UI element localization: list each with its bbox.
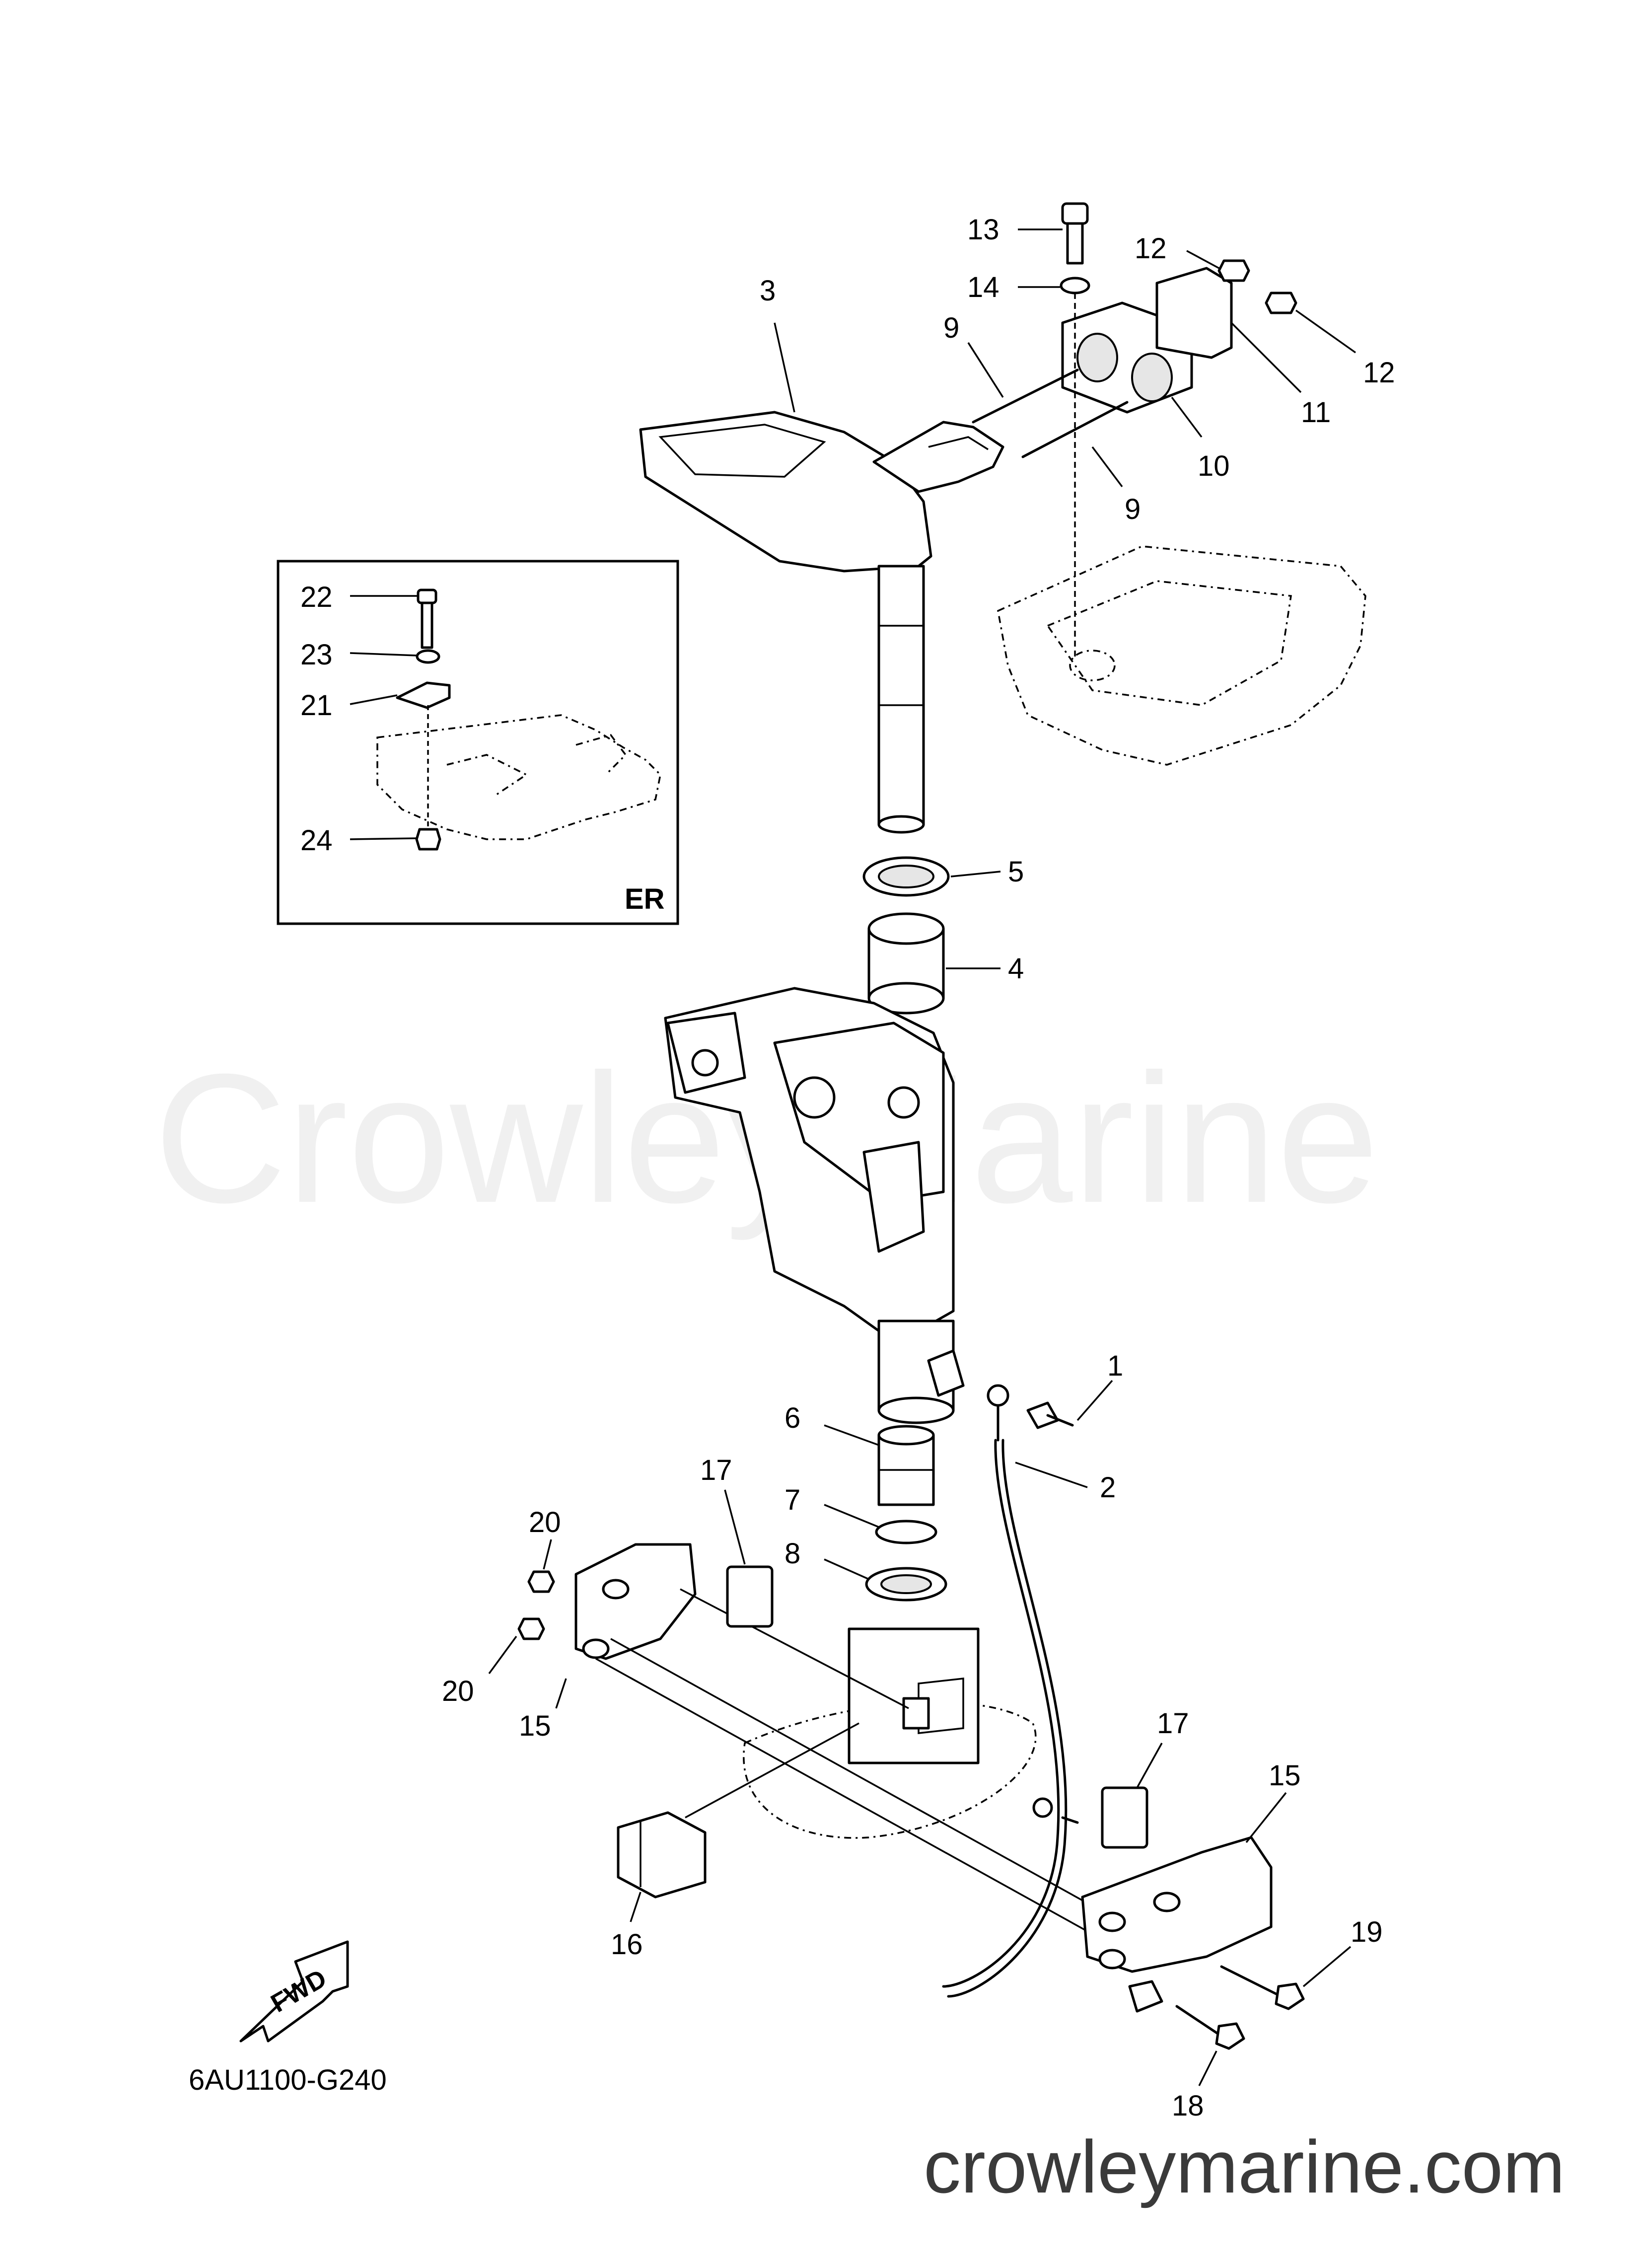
clamp-15a-icon bbox=[574, 1543, 697, 1660]
callout-22: 22 bbox=[300, 581, 333, 613]
callout-7: 7 bbox=[785, 1484, 800, 1516]
o-ring-7-icon bbox=[875, 1520, 937, 1544]
nut-12a-icon bbox=[1217, 259, 1250, 282]
block-16-icon bbox=[617, 1811, 707, 1899]
bolt-1-icon bbox=[1026, 1401, 1074, 1429]
bushing-6-icon bbox=[877, 1425, 935, 1506]
callout-20b: 20 bbox=[442, 1675, 474, 1707]
callout-14: 14 bbox=[967, 271, 999, 303]
callout-21: 21 bbox=[300, 689, 333, 722]
fwd-arrow-icon: FWD bbox=[239, 1940, 349, 2043]
callout-13: 13 bbox=[967, 214, 999, 246]
callout-5: 5 bbox=[1008, 856, 1024, 888]
callout-4: 4 bbox=[1008, 952, 1024, 985]
callout-12a: 12 bbox=[1135, 232, 1167, 265]
callout-2: 2 bbox=[1100, 1471, 1116, 1504]
bushing-4-icon bbox=[867, 912, 945, 1015]
nut-12b-icon bbox=[1265, 292, 1297, 314]
callout-23: 23 bbox=[300, 639, 333, 671]
bolt-19-icon bbox=[1220, 1965, 1305, 2010]
ground-cable-2-icon bbox=[942, 1384, 1068, 1998]
callout-17a: 17 bbox=[700, 1454, 732, 1486]
callout-15b: 15 bbox=[1269, 1759, 1301, 1792]
stud-9b-icon bbox=[1021, 401, 1129, 458]
nut-24-icon bbox=[415, 828, 441, 851]
bolt-22-icon bbox=[417, 588, 437, 649]
callout-6: 6 bbox=[785, 1402, 800, 1434]
callout-15a: 15 bbox=[519, 1710, 551, 1742]
steering-bracket-3 bbox=[639, 411, 1004, 834]
clamp-15b-icon bbox=[1081, 1836, 1273, 1973]
nut-20b-icon bbox=[517, 1617, 545, 1640]
plate-21-icon bbox=[396, 681, 451, 709]
block-17b-icon bbox=[1101, 1786, 1148, 1849]
bolt-18-icon bbox=[1175, 2005, 1245, 2050]
callout-8: 8 bbox=[785, 1537, 800, 1570]
washer-14-icon bbox=[1060, 277, 1090, 294]
callout-1: 1 bbox=[1107, 1350, 1123, 1382]
bushing-5-icon bbox=[862, 856, 950, 897]
nut-20a-icon bbox=[527, 1570, 555, 1593]
callout-9b: 9 bbox=[1125, 493, 1141, 525]
callout-17b: 17 bbox=[1157, 1707, 1189, 1740]
callout-19: 19 bbox=[1351, 1916, 1383, 1948]
swivel-bracket bbox=[664, 987, 965, 1424]
er-inset: 22 23 21 24 ER bbox=[277, 560, 679, 925]
drive-shaft-housing bbox=[997, 545, 1366, 766]
lower-housing bbox=[743, 1627, 1037, 1839]
callout-20a: 20 bbox=[529, 1506, 561, 1538]
callout-9a: 9 bbox=[943, 312, 959, 344]
callout-16: 16 bbox=[611, 1928, 643, 1961]
inset-tag: ER bbox=[625, 883, 665, 915]
seal-8-icon bbox=[865, 1567, 947, 1602]
callout-12b: 12 bbox=[1363, 357, 1395, 389]
site-url: crowleymarine.com bbox=[924, 2125, 1565, 2208]
diagram-code: 6AU1100-G240 bbox=[189, 2064, 387, 2096]
bolt-13-icon bbox=[1061, 202, 1089, 265]
callout-10: 10 bbox=[1198, 450, 1230, 482]
callout-3: 3 bbox=[760, 275, 776, 307]
block-17a-icon bbox=[726, 1565, 774, 1628]
callout-18: 18 bbox=[1172, 2090, 1204, 2122]
callout-24: 24 bbox=[300, 824, 333, 857]
plate-11-icon bbox=[1155, 267, 1233, 359]
washer-23-icon bbox=[416, 649, 440, 664]
stud-9a-icon bbox=[972, 368, 1079, 424]
callout-11: 11 bbox=[1301, 396, 1331, 429]
